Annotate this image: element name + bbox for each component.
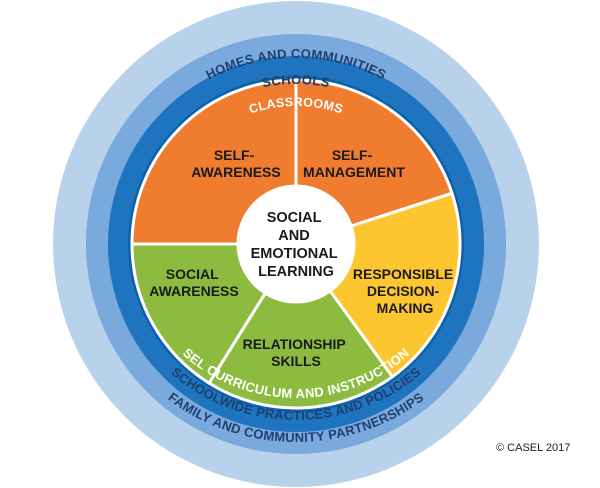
self-management-label: SELF- MANAGEMENT xyxy=(303,147,405,180)
self-awareness-label: SELF- AWARENESS xyxy=(191,147,280,180)
relationship-skills-label: RELATIONSHIP SKILLS xyxy=(243,336,350,369)
schools-label: SCHOOLS xyxy=(261,72,331,90)
relationship-skills-segment xyxy=(207,241,395,410)
classrooms-label: CLASSROOMS xyxy=(247,95,344,117)
responsible-decision-making-label: RESPONSIBLE DECISION- MAKING xyxy=(353,266,457,316)
center-label: SOCIAL AND EMOTIONAL LEARNING xyxy=(251,210,342,280)
center-circle xyxy=(236,184,356,304)
social-awareness-label: SOCIAL AWARENESS xyxy=(149,266,238,299)
copyright-notice: © CASEL 2017 xyxy=(496,442,571,454)
